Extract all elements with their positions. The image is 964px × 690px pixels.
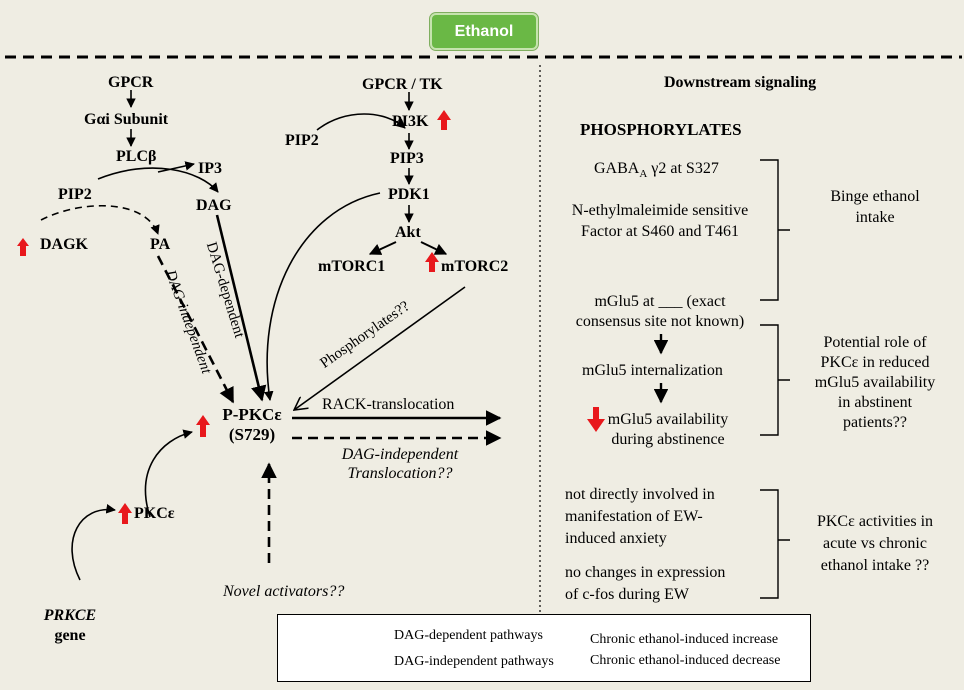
arrow-plcb-ip3 bbox=[157, 161, 195, 173]
text-mglu5-internalization: mGlu5 internalization bbox=[582, 362, 723, 379]
node-pkce: PKCε bbox=[134, 505, 175, 522]
text-mglu5-line2: consensus site not known) bbox=[575, 313, 745, 330]
text-mglu5-availability: mGlu5 availability during abstinence bbox=[598, 410, 738, 450]
label-dag-indep-transloc-line1: DAG-independent bbox=[341, 446, 459, 463]
red-up-arrow-mtorc2 bbox=[425, 252, 439, 272]
node-pip2-left: PIP2 bbox=[58, 186, 92, 203]
text-potential-line2: PKCε in reduced bbox=[820, 354, 930, 371]
arrow-pa-ppkce-dashed bbox=[156, 255, 235, 404]
text-nsf-line1: N-ethylmaleimide sensitive bbox=[571, 202, 749, 219]
red-up-arrow-ppkce bbox=[196, 415, 210, 437]
text-mglu5-avail-line1: mGlu5 availability bbox=[607, 411, 729, 428]
text-gaba-rest: γ2 at S327 bbox=[647, 160, 719, 177]
node-akt: Akt bbox=[395, 224, 421, 241]
node-gpcr: GPCR bbox=[108, 74, 154, 91]
text-potential-line1: Potential role of bbox=[823, 334, 927, 351]
red-up-arrow-pi3k bbox=[437, 110, 451, 130]
text-nochange-line1: no changes in expression bbox=[565, 564, 726, 581]
arrow-pip2-pip3 bbox=[316, 113, 406, 131]
ethanol-badge: Ethanol bbox=[430, 13, 538, 50]
bracket-activities bbox=[760, 489, 790, 599]
text-activities-line2: acute vs chronic bbox=[823, 535, 927, 552]
red-down-arrow-mglu5 bbox=[587, 407, 605, 432]
heading-phosphorylates: PHOSPHORYLATES bbox=[580, 120, 742, 139]
legend-dashed-label: DAG-independent pathways bbox=[394, 654, 554, 669]
label-novel-activators: Novel activators?? bbox=[223, 583, 345, 600]
label-dag-indep-transloc-line2: Translocation?? bbox=[347, 465, 453, 482]
bracket-binge bbox=[760, 159, 790, 301]
text-no-changes-cfos: no changes in expression of c-fos during… bbox=[565, 562, 725, 606]
red-up-arrow-dagk bbox=[17, 238, 29, 256]
arrow-pip2-dag bbox=[97, 167, 219, 193]
node-prkce-gene: PRKCE gene bbox=[40, 606, 100, 646]
text-nochange-line2: of c-fos during EW bbox=[565, 586, 689, 603]
arrow-pkce-ppkce bbox=[144, 429, 193, 518]
legend-solid-label: DAG-dependent pathways bbox=[394, 628, 543, 643]
text-potential-line4: in abstinent bbox=[837, 394, 913, 411]
heading-downstream-signaling: Downstream signaling bbox=[664, 74, 817, 91]
node-p-pkce-line1: P-PKCε bbox=[222, 405, 282, 424]
text-potential-line3: mGlu5 availability bbox=[814, 374, 936, 391]
node-plcb: PLCβ bbox=[116, 148, 157, 165]
node-mtorc1: mTORC1 bbox=[318, 258, 386, 275]
text-mglu5-line1: mGlu5 at ___ (exact bbox=[594, 293, 726, 310]
arrow-pdk1-ppkce bbox=[263, 192, 381, 401]
text-mglu5-avail-line2: during abstinence bbox=[611, 431, 725, 448]
text-pkce-activities: PKCε activities in acute vs chronic etha… bbox=[795, 511, 955, 577]
legend-increase-label: Chronic ethanol-induced increase bbox=[590, 632, 779, 647]
text-notdirect-line1: not directly involved in bbox=[565, 486, 715, 503]
label-dag-independent-translocation: DAG-independent Translocation?? bbox=[300, 445, 500, 483]
text-binge-line2: intake bbox=[855, 209, 895, 226]
node-pip2-right: PIP2 bbox=[285, 132, 319, 149]
arrow-dag-pa-dashed bbox=[40, 204, 160, 235]
node-gpcr-tk: GPCR / TK bbox=[362, 76, 443, 93]
node-p-pkce-line2: (S729) bbox=[228, 425, 276, 444]
red-up-arrow-pkce bbox=[118, 503, 132, 524]
arrow-akt-mtorc2 bbox=[420, 241, 448, 255]
node-ip3: IP3 bbox=[198, 160, 222, 177]
text-gaba-sub: A bbox=[639, 168, 648, 181]
node-gai-subunit: Gαi Subunit bbox=[84, 111, 169, 128]
text-nsf: N-ethylmaleimide sensitive Factor at S46… bbox=[555, 200, 765, 242]
label-rack-translocation: RACK-translocation bbox=[322, 396, 455, 413]
text-gaba: GABAA γ2 at S327 bbox=[594, 160, 719, 183]
node-dag: DAG bbox=[196, 197, 232, 214]
text-activities-line3: ethanol intake ?? bbox=[820, 557, 930, 574]
text-binge-line1: Binge ethanol bbox=[830, 188, 920, 205]
arrow-dag-ppkce-solid bbox=[215, 214, 267, 402]
node-prkce-gene-name: PRKCE bbox=[43, 607, 97, 624]
node-prkce-gene-word: gene bbox=[54, 627, 86, 644]
text-potential-line5: patients?? bbox=[843, 414, 907, 431]
node-pa: PA bbox=[150, 236, 171, 253]
text-mglu5-site: mGlu5 at ___ (exact consensus site not k… bbox=[550, 292, 770, 332]
text-not-directly-involved: not directly involved in manifestation o… bbox=[565, 484, 715, 550]
text-activities-line1: PKCε activities in bbox=[816, 513, 934, 530]
text-binge: Binge ethanol intake bbox=[800, 186, 950, 228]
node-p-pkce: P-PKCε (S729) bbox=[212, 405, 292, 445]
arrow-akt-mtorc1 bbox=[368, 241, 397, 255]
text-potential-role: Potential role of PKCε in reduced mGlu5 … bbox=[795, 333, 955, 433]
node-dagk: DAGK bbox=[40, 236, 88, 253]
bracket-potential bbox=[760, 324, 790, 436]
node-pi3k: PI3K bbox=[392, 113, 429, 130]
legend-decrease-label: Chronic ethanol-induced decrease bbox=[590, 653, 781, 668]
legend-box bbox=[277, 614, 811, 682]
node-pdk1: PDK1 bbox=[388, 186, 430, 203]
text-gaba-main: GABA bbox=[594, 160, 640, 177]
arrow-mtorc2-ppkce bbox=[294, 286, 466, 410]
text-notdirect-line3: induced anxiety bbox=[565, 530, 667, 547]
node-pip3: PIP3 bbox=[390, 150, 424, 167]
arrow-gene-pkce bbox=[71, 504, 116, 581]
node-mtorc2: mTORC2 bbox=[441, 258, 509, 275]
text-notdirect-line2: manifestation of EW- bbox=[565, 508, 703, 525]
text-nsf-line2: Factor at S460 and T461 bbox=[581, 223, 739, 240]
